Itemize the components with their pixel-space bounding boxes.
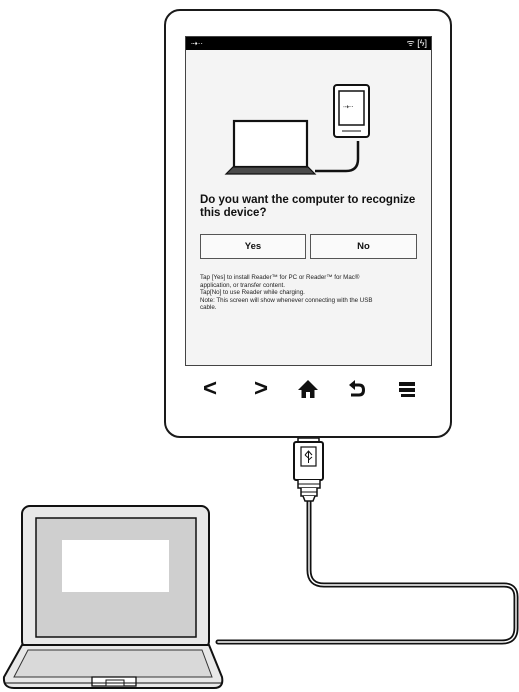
reader-screen: ⇢·· ᯤ [ϟ] ⇢·· Do you want the computer t…	[185, 36, 432, 366]
info-line: application, or transfer content.	[200, 282, 426, 290]
menu-button[interactable]	[392, 372, 422, 406]
info-line: Tap [Yes] to install Reader™ for PC or R…	[200, 274, 426, 282]
usb-plug	[294, 438, 323, 501]
no-button[interactable]: No	[310, 234, 417, 259]
laptop-illustration	[4, 506, 222, 688]
usb-cable	[218, 500, 516, 642]
chevron-right-icon: >	[254, 375, 268, 403]
forward-button[interactable]: >	[246, 372, 276, 406]
chevron-left-icon: <	[203, 375, 217, 403]
back-button[interactable]: <	[195, 372, 225, 406]
info-line: cable.	[200, 304, 426, 312]
info-line: Tap[No] to use Reader while charging.	[200, 289, 426, 297]
return-icon	[346, 379, 368, 399]
yes-button[interactable]: Yes	[200, 234, 306, 259]
mini-reader-usb-icon: ⇢··	[343, 103, 353, 111]
dialog-question: Do you want the computer to recognize th…	[200, 194, 426, 220]
connection-diagram: ⇢··	[186, 37, 432, 187]
return-button[interactable]	[342, 372, 372, 406]
dialog-info-text: Tap [Yes] to install Reader™ for PC or R…	[200, 274, 426, 312]
home-button[interactable]	[293, 372, 323, 406]
home-icon	[297, 379, 319, 399]
info-line: Note: This screen will show whenever con…	[200, 297, 426, 305]
menu-icon	[397, 380, 417, 398]
